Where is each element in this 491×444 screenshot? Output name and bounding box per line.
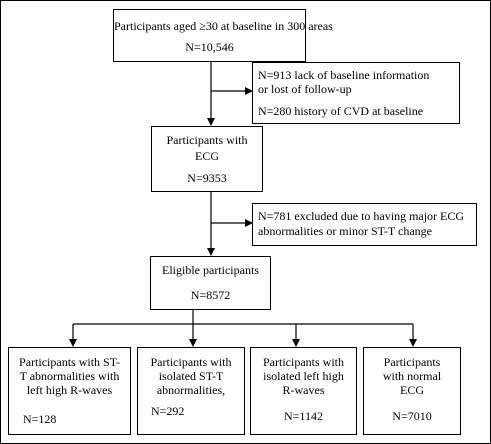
exclusion1-line1: N=913 lack of baseline information <box>258 68 430 82</box>
group1-line1: Participants with ST- <box>19 355 120 369</box>
exclusion1-line3: N=280 history of CVD at baseline <box>258 104 424 118</box>
box-group-st-t-with-high-r: Participants with ST- T abnormalities wi… <box>8 347 131 435</box>
eligible-count: N=8572 <box>190 288 231 302</box>
group2-line2: isolated ST-T <box>158 369 224 383</box>
group4-line2: with normal <box>382 369 442 383</box>
ecg-line2: ECG <box>195 149 219 163</box>
group4-line3: ECG <box>400 383 424 397</box>
box-group-isolated-high-r: Participants with isolated left high R-w… <box>250 347 357 435</box>
eligible-label: Eligible participants <box>162 263 259 277</box>
group3-line1: Participants with <box>263 355 344 369</box>
box-eligible-participants: Eligible participants N=8572 <box>150 256 271 310</box>
group1-line2: T abnormalities with <box>19 369 120 383</box>
group2-line3: abnormalities, <box>156 383 226 397</box>
box-exclusion-2: N=781 excluded due to having major ECG a… <box>252 203 477 246</box>
exclusion2-line1: N=781 excluded due to having major ECG <box>258 209 465 223</box>
box-group-normal-ecg: Participants with normal ECG N=7010 <box>363 347 461 435</box>
group4-line1: Participants <box>383 355 441 369</box>
ecg-line1: Participants with <box>166 133 248 147</box>
group1-line3: left high R-waves <box>26 383 113 397</box>
group2-count: N=292 <box>151 404 185 418</box>
box-group-isolated-st-t: Participants with isolated ST-T abnormal… <box>137 347 245 435</box>
box-exclusion-1: N=913 lack of baseline information or lo… <box>252 62 460 124</box>
exclusion1-line2: or lost of follow-up <box>258 82 352 96</box>
group3-line3: R-waves <box>282 383 325 397</box>
group4-count: N=7010 <box>392 409 432 423</box>
group2-line1: Participants with <box>150 355 232 369</box>
group1-count: N=128 <box>23 412 57 426</box>
group3-count: N=1142 <box>284 409 323 423</box>
box-baseline-participants: Participants aged ≥30 at baseline in 300… <box>113 9 333 62</box>
exclusion2-line2: abnormalities or minor ST-T change <box>258 224 432 238</box>
baseline-label: Participants aged ≥30 at baseline in 300… <box>114 19 333 33</box>
ecg-count: N=9353 <box>187 171 227 185</box>
box-ecg-participants: Participants with ECG N=9353 <box>151 126 263 192</box>
baseline-count: N=10,546 <box>185 40 234 54</box>
group3-line2: isolated left high <box>263 369 344 383</box>
